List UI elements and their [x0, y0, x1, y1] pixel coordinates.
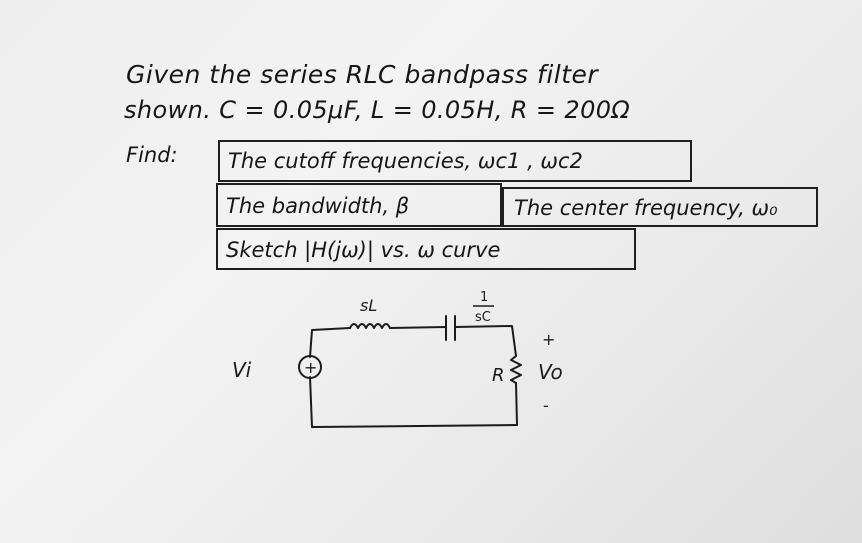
task-center-frequency-box: The center frequency, ω₀: [502, 187, 818, 227]
task-cutoff-frequencies: The cutoff frequencies, ωc1 , ωc2: [228, 149, 583, 173]
resistor-zigzag: [510, 355, 522, 384]
resistor-label: R: [492, 365, 505, 386]
source-label: Vi: [232, 358, 252, 382]
task-sketch-box: Sketch |H(jω)| vs. ω curve: [216, 228, 636, 270]
problem-line-1: Given the series RLC bandpass filter: [126, 60, 599, 89]
task-bandwidth-box: The bandwidth, β: [216, 183, 502, 227]
output-label: Vo: [538, 360, 563, 384]
wire-top-right: [454, 325, 517, 357]
voltage-source: [298, 355, 322, 379]
task-bandwidth: The bandwidth, β: [226, 194, 410, 218]
problem-line-2: shown. C = 0.05μF, L = 0.05H, R = 200Ω: [124, 96, 631, 124]
task-center-frequency: The center frequency, ω₀: [514, 196, 778, 220]
capacitor-label-denominator: sC: [475, 310, 491, 325]
task-sketch: Sketch |H(jω)| vs. ω curve: [226, 238, 501, 262]
output-minus: -: [543, 396, 549, 415]
wire-right-down: [515, 382, 518, 426]
source-plus-symbol: +: [304, 358, 317, 377]
inductor-coil: [349, 323, 391, 329]
wire-left: [309, 327, 351, 358]
wire-left-down: [309, 376, 313, 428]
task-cutoff-frequencies-box: The cutoff frequencies, ωc1 , ωc2: [218, 140, 692, 182]
inductor-label: sL: [360, 296, 377, 315]
capacitor-label-numerator: 1: [480, 290, 488, 305]
wire-inductor-capacitor: [389, 326, 447, 329]
find-label: Find:: [126, 143, 178, 167]
output-plus: +: [542, 330, 555, 349]
wire-bottom: [311, 424, 518, 428]
